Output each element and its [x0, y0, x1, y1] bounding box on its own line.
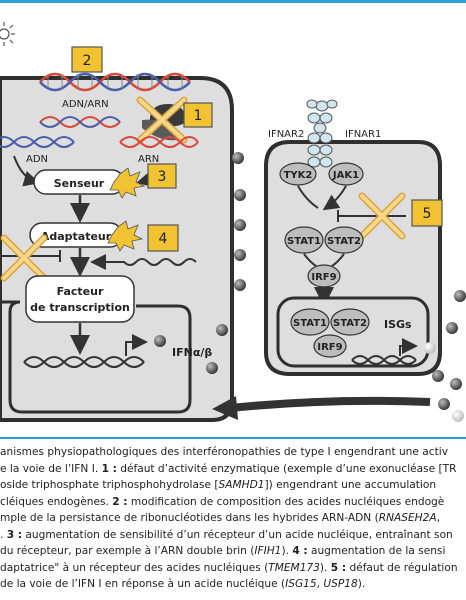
- ifnar1-label: IFNAR1: [345, 129, 381, 140]
- arrow-jak1: [322, 185, 347, 211]
- adapter-box: Adaptateur: [29, 222, 123, 248]
- svg-text:3: 3: [158, 169, 167, 185]
- isgs-label: ISGs: [384, 318, 412, 331]
- ifnar2-label: IFNAR2: [268, 129, 304, 140]
- svg-text:STAT1: STAT1: [293, 318, 327, 329]
- dna-rna-hybrid-helix: [39, 116, 121, 128]
- badge-4: 4: [147, 224, 179, 252]
- caption-line-4: cléiques endogènes. 2 : modification de …: [0, 495, 445, 508]
- stat1-node: STAT1: [284, 226, 324, 254]
- adn-arn-label: ADN/ARN: [62, 99, 109, 110]
- svg-text:Senseur: Senseur: [54, 177, 105, 190]
- svg-text:IRF9: IRF9: [311, 272, 336, 283]
- stat1-nuclear-node: STAT1: [290, 308, 330, 336]
- arrow-tyk2: [297, 185, 319, 209]
- stat2-node: STAT2: [324, 226, 364, 254]
- feedback-arrow: [229, 396, 431, 412]
- svg-text:IRF9: IRF9: [317, 342, 342, 353]
- irf9-node: IRF9: [307, 264, 341, 288]
- caption-line-6: . 3 : augmentation de sensibilité d’un r…: [0, 528, 453, 541]
- badge-3: 3: [147, 163, 177, 189]
- caption-line-3: oside triphosphate triphosphohydrolase […: [0, 479, 437, 491]
- svg-text:STAT2: STAT2: [333, 318, 367, 329]
- stat2-nuclear-node: STAT2: [330, 308, 370, 336]
- left-nucleus: [0, 300, 192, 414]
- rna-helix: [119, 136, 199, 148]
- figure-bottom-rule: [0, 437, 466, 439]
- figure-top-rule: [0, 0, 466, 3]
- caption-line-1: anismes physiopathologiques des interfér…: [0, 446, 448, 458]
- badge-2: 2: [71, 46, 103, 73]
- svg-text:1: 1: [194, 108, 203, 124]
- svg-text:2: 2: [83, 53, 92, 69]
- tyk2-node: TYK2: [279, 162, 317, 186]
- feedback-arrow-head: [212, 396, 238, 420]
- svg-text:STAT1: STAT1: [287, 236, 321, 247]
- arrow-stat1-irf9: [303, 253, 317, 267]
- svg-text:Adaptateur: Adaptateur: [41, 230, 112, 243]
- ifn-label: IFNα/β: [172, 346, 212, 359]
- caption-line-7: du récepteur, par exemple à l’ARN double…: [0, 545, 446, 557]
- wavy-inhibition: [90, 254, 197, 270]
- caption-line-2: e la voie de l’IFN I. 1 : défaut d’activ…: [0, 462, 457, 475]
- badge-5: 5: [411, 199, 443, 227]
- sensor-box: Senseur: [33, 169, 125, 195]
- irf9-nuclear-node: IRF9: [313, 334, 347, 358]
- ifn-particles-left: [154, 152, 246, 374]
- isg-gene-dna: [351, 338, 418, 365]
- badge-1: 1: [183, 102, 213, 128]
- ifnar-receptor: [306, 99, 338, 168]
- interferonopathy-diagram: 2 ADN/ARN 1 ADN ARN Senseur: [0, 22, 466, 422]
- caption-line-8: daptatrice" à un récepteur des acides nu…: [0, 561, 458, 574]
- caption-line-9: de la voie de l’IFN I en réponse à un ac…: [0, 578, 366, 590]
- svg-text:de transcription: de transcription: [30, 301, 130, 314]
- ifn-particles-right: [424, 290, 466, 422]
- enzyme-crossed: [136, 96, 188, 144]
- jak1-node: JAK1: [328, 162, 364, 186]
- ifn-gene-dna: [23, 334, 148, 368]
- adn-label: ADN: [26, 154, 48, 165]
- adapter-activation-burst: [107, 220, 144, 252]
- svg-text:STAT2: STAT2: [327, 236, 361, 247]
- sensor-activation-burst: [109, 167, 146, 199]
- dna-helix-left: [0, 136, 75, 148]
- svg-text:TYK2: TYK2: [284, 170, 313, 181]
- dna-helix-top: [39, 72, 191, 92]
- svg-text:JAK1: JAK1: [332, 170, 359, 181]
- svg-text:4: 4: [159, 231, 168, 247]
- arn-label: ARN: [138, 154, 159, 165]
- svg-text:5: 5: [423, 206, 432, 222]
- crossed-inhibition-right: [337, 192, 406, 240]
- virus-icon: [0, 22, 15, 46]
- arrow-stat2-irf9: [331, 253, 345, 267]
- crossed-inhibition-left: [0, 234, 61, 282]
- transcription-factor-box: Facteur de transcription: [25, 275, 135, 323]
- figure-caption: anismes physiopathologiques des interfér…: [0, 444, 466, 593]
- svg-text:Facteur: Facteur: [57, 285, 104, 298]
- caption-line-5: mple de la persistance de ribonucléotide…: [0, 512, 441, 524]
